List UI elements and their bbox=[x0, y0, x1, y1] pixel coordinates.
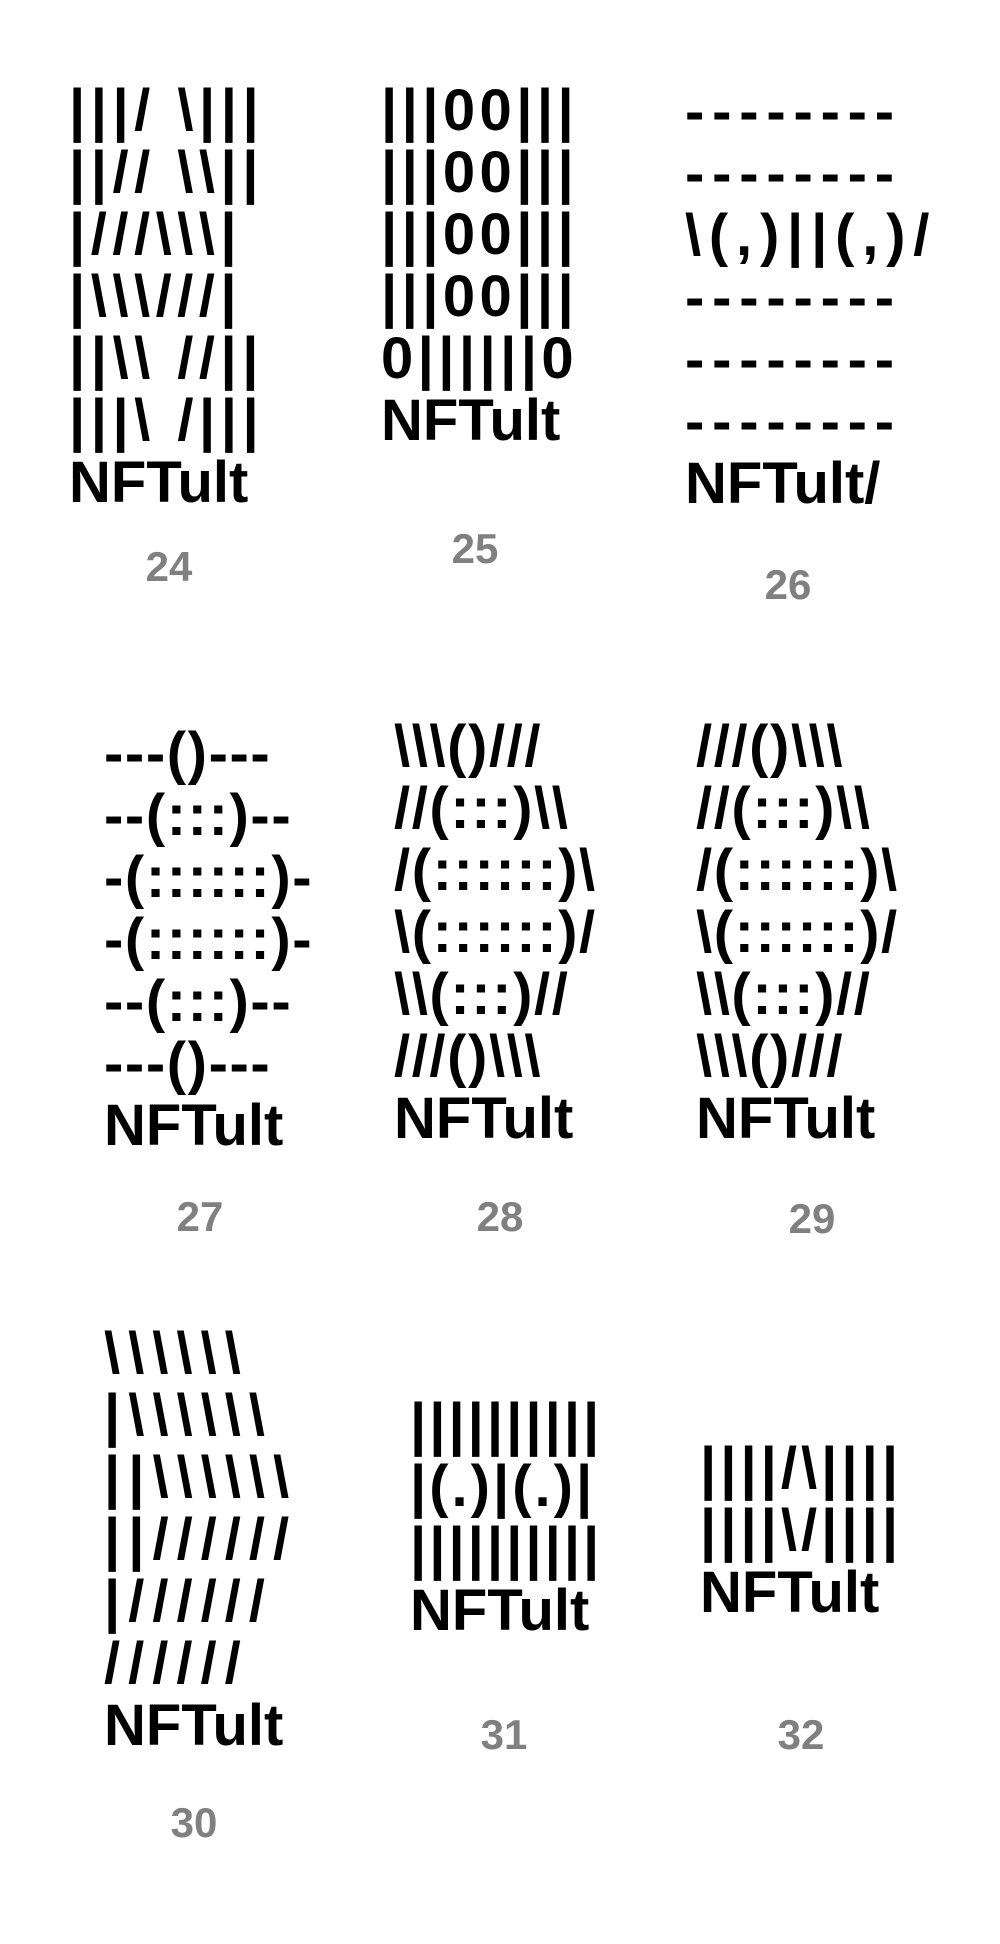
ascii-art-line: \\\\\\ bbox=[104, 1321, 249, 1386]
ascii-art-line: ///()\\\ bbox=[696, 714, 845, 779]
ascii-art-line: -(::::::)- bbox=[104, 907, 314, 972]
wordmark: NFTult bbox=[696, 1086, 876, 1151]
variant-number: 29 bbox=[788, 1195, 836, 1242]
ascii-art-line: -------- bbox=[685, 389, 902, 454]
ascii-art-line: --(:::)-- bbox=[104, 969, 293, 1034]
variant-number: 24 bbox=[145, 543, 193, 590]
ascii-art-line: ||||\/|||| bbox=[700, 1498, 903, 1563]
wordmark: NFTult/ bbox=[685, 451, 881, 516]
ascii-logo-24: |||/ \|||||// \\|||///\\\||\\\///|||\\ /… bbox=[69, 80, 264, 514]
wordmark: NFTult bbox=[381, 388, 561, 453]
wordmark: NFTult bbox=[410, 1578, 590, 1643]
wordmark: NFTult bbox=[394, 1086, 574, 1151]
ascii-art-line: -------- bbox=[685, 79, 902, 144]
ascii-art-line: |(.)|(.)| bbox=[410, 1454, 596, 1519]
ascii-art-line: ||||/\|||| bbox=[700, 1436, 903, 1501]
ascii-art-line: ||\\\\\\ bbox=[104, 1445, 298, 1510]
ascii-art-line: ||////// bbox=[104, 1507, 298, 1572]
ascii-logo-27: ---()-----(:::)---(::::::)--(::::::)---(… bbox=[104, 723, 313, 1157]
ascii-logo-26: ----------------\(,)||(,)/--------------… bbox=[685, 81, 937, 515]
ascii-art-line: \\(:::)// bbox=[394, 962, 570, 1027]
ascii-logo-28: \\\()/////(:::)\\/(::::::)\\(::::::)/\\(… bbox=[394, 716, 597, 1150]
ascii-art-line: |///\\\| bbox=[69, 202, 243, 267]
variant-number: 27 bbox=[176, 1193, 224, 1240]
wordmark: NFTult bbox=[104, 1693, 284, 1758]
ascii-art-line: \\(:::)// bbox=[696, 962, 872, 1027]
ascii-art-line: ///()\\\ bbox=[394, 1024, 543, 1089]
ascii-art-line: \\\()/// bbox=[394, 714, 543, 779]
variant-number: 30 bbox=[170, 1799, 218, 1846]
ascii-art-line: |||00||| bbox=[381, 264, 579, 329]
ascii-art-line: |||00||| bbox=[381, 140, 579, 205]
ascii-art-line: |||\ /||| bbox=[69, 388, 265, 453]
ascii-art-line: --(:::)-- bbox=[104, 783, 293, 848]
ascii-art-line: -(::::::)- bbox=[104, 845, 314, 910]
ascii-art-line: ---()--- bbox=[104, 1031, 272, 1096]
ascii-art-line: -------- bbox=[685, 141, 902, 206]
wordmark: NFTult bbox=[69, 450, 249, 515]
ascii-art-line: 0||||||0 bbox=[381, 326, 579, 391]
variant-number: 31 bbox=[480, 1711, 528, 1758]
ascii-art-line: |||/ \||| bbox=[69, 78, 265, 143]
ascii-art-line: \\\()/// bbox=[696, 1024, 845, 1089]
ascii-art-line: -------- bbox=[685, 265, 902, 330]
ascii-art-line: |||00||| bbox=[381, 202, 579, 267]
ascii-logo-29: ///()\\\//(:::)\\/(::::::)\\(::::::)/\\(… bbox=[696, 716, 899, 1150]
wordmark: NFTult bbox=[700, 1560, 880, 1625]
ascii-art-line: ||\\ //|| bbox=[69, 326, 264, 391]
ascii-art-line: /(::::::)\ bbox=[696, 838, 899, 903]
ascii-art-line: \(::::::)/ bbox=[394, 900, 597, 965]
wordmark: NFTult bbox=[104, 1093, 284, 1158]
ascii-art-line: -------- bbox=[685, 327, 902, 392]
variant-number: 28 bbox=[476, 1193, 524, 1240]
ascii-art-line: ---()--- bbox=[104, 721, 272, 786]
variant-number: 26 bbox=[764, 561, 812, 608]
variant-number: 32 bbox=[777, 1711, 825, 1758]
ascii-art-line: |||||||||| bbox=[410, 1516, 603, 1581]
ascii-art-line: ||// \\|| bbox=[69, 140, 264, 205]
ascii-art-line: ////// bbox=[104, 1631, 249, 1696]
ascii-art-line: \(,)||(,)/ bbox=[685, 203, 938, 268]
ascii-logo-31: |||||||||||(.)|(.)|||||||||||NFTult bbox=[410, 1394, 602, 1642]
ascii-art-line: |||||||||| bbox=[410, 1392, 603, 1457]
ascii-art-line: |////// bbox=[104, 1569, 273, 1634]
ascii-logo-25: |||00||||||00||||||00||||||00|||0||||||0… bbox=[381, 80, 578, 452]
ascii-art-line: |\\\\\\ bbox=[104, 1383, 273, 1448]
variant-number: 25 bbox=[451, 525, 499, 572]
ascii-art-line: \(::::::)/ bbox=[696, 900, 899, 965]
ascii-logo-30: \\\\\\|\\\\\\||\\\\\\||//////|//////////… bbox=[104, 1323, 297, 1757]
ascii-art-line: //(:::)\\ bbox=[696, 776, 872, 841]
ascii-art-line: |\\\///| bbox=[69, 264, 243, 329]
ascii-logo-32: ||||/\||||||||\/||||NFTult bbox=[700, 1438, 902, 1624]
ascii-art-line: /(::::::)\ bbox=[394, 838, 597, 903]
ascii-art-line: |||00||| bbox=[381, 78, 579, 143]
ascii-art-line: //(:::)\\ bbox=[394, 776, 570, 841]
